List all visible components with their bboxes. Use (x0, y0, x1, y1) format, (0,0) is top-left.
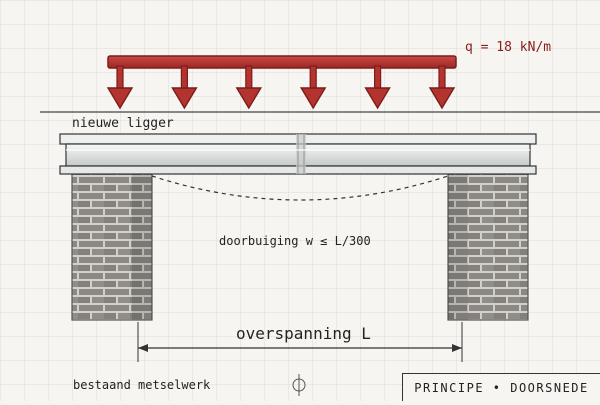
steel-beam (59, 133, 537, 175)
load-arrow (428, 65, 456, 110)
masonry-pier-right (447, 173, 529, 321)
load-arrow (235, 65, 263, 110)
title-block: PRINCIPE • DOORSNEDE (402, 373, 600, 401)
load-arrows (106, 65, 456, 110)
load-bar (107, 55, 457, 69)
beam-label: nieuwe ligger (72, 116, 174, 131)
masonry-label: bestaand metselwerk (73, 378, 211, 392)
load-arrow (171, 65, 198, 110)
span-label: overspanning L (236, 324, 371, 343)
load-arrow (106, 65, 134, 110)
load-label: q = 18 kN/m (465, 40, 552, 55)
deflection-label: doorbuiging w ≤ L/300 (219, 234, 371, 248)
span-dimension (137, 322, 463, 362)
masonry-pier-left (71, 173, 153, 321)
load-arrow (364, 65, 391, 110)
center-mark-icon (292, 374, 306, 396)
load-arrow (299, 65, 327, 110)
title-text: PRINCIPE • DOORSNEDE (414, 380, 589, 395)
